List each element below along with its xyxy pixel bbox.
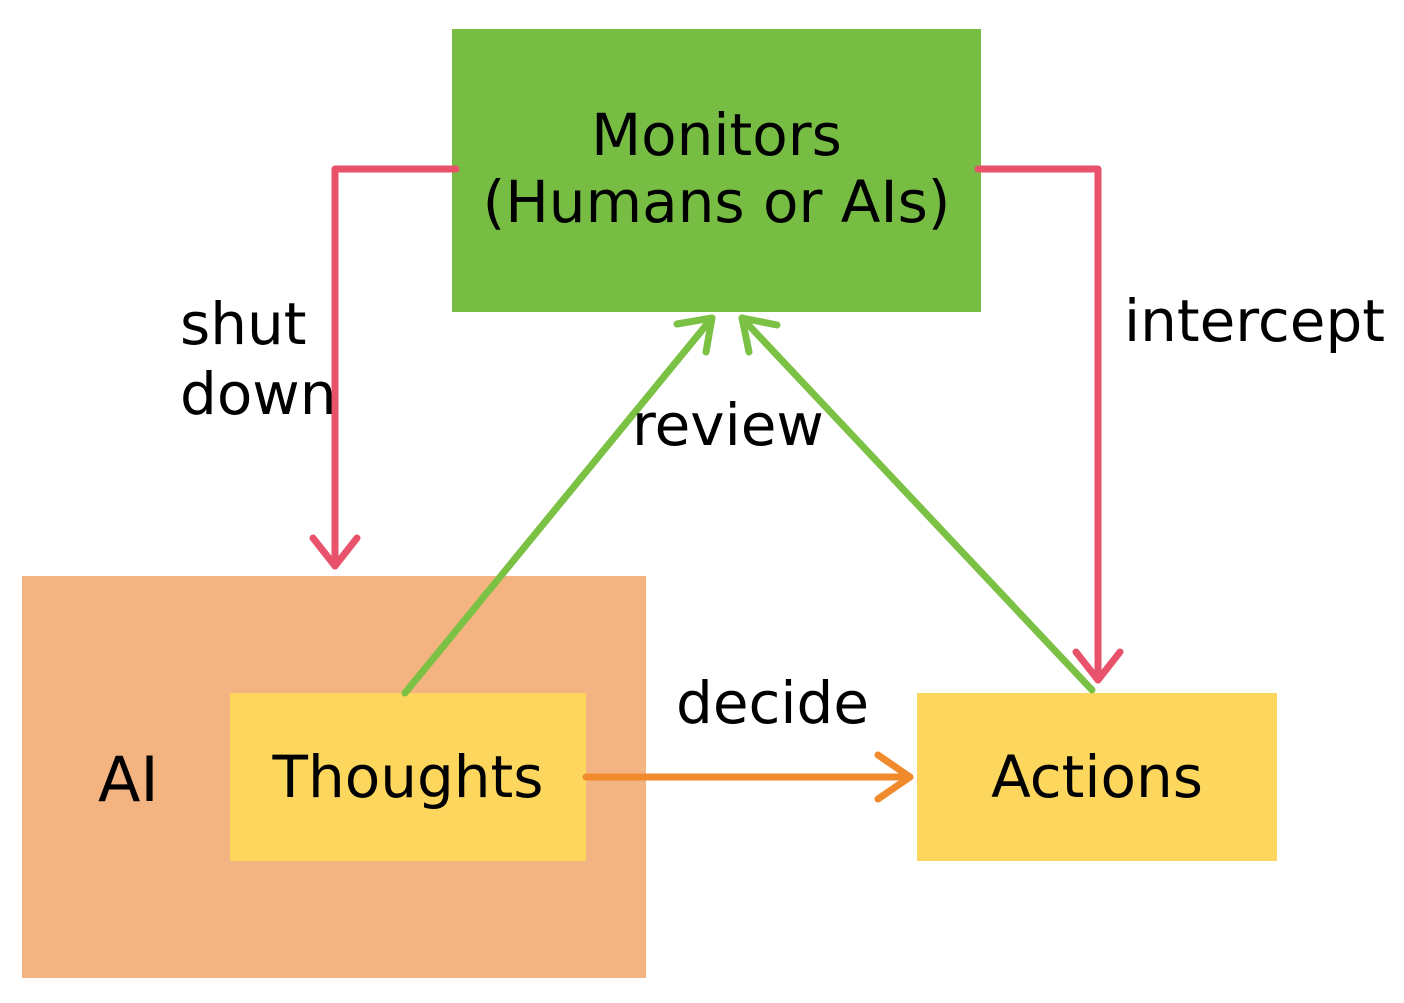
shut-down-label: shut down xyxy=(180,290,337,429)
decide-label: decide xyxy=(676,669,870,737)
monitors-box: Monitors (Humans or AIs) xyxy=(452,29,981,312)
intercept-arrowhead xyxy=(1072,648,1124,684)
shut-down-line xyxy=(331,165,460,570)
monitors-subtitle: (Humans or AIs) xyxy=(482,167,951,236)
review-line-from-actions xyxy=(738,314,1096,694)
shut-down-label-line2: down xyxy=(180,359,337,428)
ai-label: AI xyxy=(98,743,159,816)
shut-down-arrowhead xyxy=(309,534,361,570)
shut-down-label-line1: shut xyxy=(180,290,307,358)
intercept-line xyxy=(974,165,1102,684)
review-arrowhead-right xyxy=(738,314,781,356)
review-label: review xyxy=(632,391,824,459)
review-arrowhead-left xyxy=(673,314,716,356)
intercept-arrow xyxy=(974,165,1124,684)
actions-box: Actions xyxy=(917,693,1277,861)
thoughts-box: Thoughts xyxy=(230,693,586,861)
monitors-title: Monitors xyxy=(591,100,842,169)
actions-label: Actions xyxy=(991,742,1203,811)
thoughts-label: Thoughts xyxy=(272,742,544,811)
intercept-label: intercept xyxy=(1124,287,1385,355)
monitors-text: Monitors (Humans or AIs) xyxy=(483,102,951,235)
decide-arrowhead xyxy=(874,751,914,803)
